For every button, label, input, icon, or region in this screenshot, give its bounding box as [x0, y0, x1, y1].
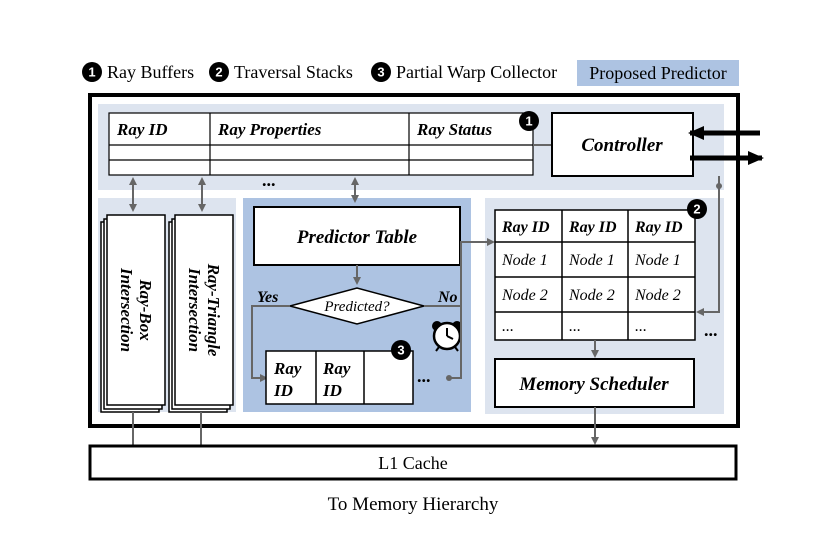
predicted-decision-label: Predicted? — [323, 299, 390, 315]
legend-proposed-predictor: Proposed Predictor — [589, 63, 726, 83]
stack-header-1: Ray ID — [501, 219, 550, 236]
ray-triangle-label-line1: Ray-Triangle — [204, 263, 223, 357]
warp-cell-2-line1: Ray — [322, 359, 351, 378]
traversal-stack-badge-icon — [687, 199, 707, 219]
l1-cache-box — [88, 444, 738, 481]
no-path-arrow — [424, 238, 495, 307]
stack-cell: Node 2 — [568, 287, 615, 304]
stack-cell: Node 2 — [634, 287, 681, 304]
memory-hierarchy-caption: To Memory Hierarchy — [328, 494, 499, 515]
stack-cell: Node 1 — [634, 252, 681, 269]
legend-partial-warp-collector: Partial Warp Collector — [396, 62, 557, 82]
timeout-path — [449, 306, 462, 379]
timeout-junction — [446, 375, 452, 381]
warp-collector-badge-icon — [391, 340, 411, 360]
partial-warp-collector: Ray ID Ray ID — [265, 350, 414, 405]
decision-no-label: No — [437, 289, 458, 306]
warp-cell-2-line2: ID — [322, 381, 342, 400]
legend-predictor-swatch — [577, 60, 739, 86]
ray-buffer-table: Ray ID Ray Properties Ray Status — [108, 112, 534, 176]
decision-yes-label: Yes — [257, 289, 278, 306]
warp-cell-1-line1: Ray — [273, 359, 302, 378]
badge-2-icon — [209, 62, 229, 82]
traversal-stack-table: Ray ID Ray ID Ray ID Node 1 Node 1 Node … — [494, 209, 696, 341]
ray-box-unit: Ray-Box Intersection — [100, 214, 166, 413]
stack-cell: Node 2 — [501, 287, 548, 304]
ray-buffer-header-ray-status: Ray Status — [416, 120, 492, 139]
predictor-table-box — [253, 206, 461, 266]
ray-box-label-line1: Ray-Box — [136, 278, 155, 341]
ray-buffer-ellipsis: ... — [262, 170, 276, 190]
stack-header-3: Ray ID — [634, 219, 683, 236]
controller-stack-junction — [716, 183, 722, 189]
ray-buffer-header-ray-id: Ray ID — [116, 120, 168, 139]
badge-2-number: 2 — [215, 65, 222, 80]
l1-cache-label: L1 Cache — [378, 453, 447, 473]
legend: 1 Ray Buffers 2 Traversal Stacks 3 Parti… — [82, 60, 739, 86]
controller-stack-arrow — [696, 176, 720, 316]
ray-triangle-unit: Ray-Triangle Intersection — [168, 214, 234, 413]
controller-box — [551, 112, 694, 177]
warp-collector-ellipsis: ... — [417, 366, 431, 386]
controller-label: Controller — [581, 135, 663, 156]
stack-cell: ... — [569, 318, 581, 335]
stack-cell: Node 1 — [501, 252, 548, 269]
traversal-stack-ellipsis: ... — [704, 320, 718, 340]
badge-1-icon — [82, 62, 102, 82]
stack-cell: ... — [502, 318, 514, 335]
predictor-table-label: Predictor Table — [296, 227, 418, 248]
stack-header-2: Ray ID — [568, 219, 617, 236]
memory-scheduler-box — [494, 358, 695, 408]
ray-box-label-line2: Intersection — [117, 267, 136, 352]
badge-3-icon — [371, 62, 391, 82]
alarm-clock-icon — [432, 321, 462, 352]
ray-buffer-badge-number: 1 — [525, 114, 532, 129]
stack-cell: Node 1 — [568, 252, 615, 269]
legend-traversal-stacks: Traversal Stacks — [234, 62, 353, 82]
warp-cell-1-line2: ID — [273, 381, 293, 400]
yes-path-arrow — [251, 305, 290, 382]
traversal-stack-badge-number: 2 — [693, 202, 700, 217]
badge-1-number: 1 — [88, 65, 95, 80]
stack-cell: ... — [635, 318, 647, 335]
legend-ray-buffers: Ray Buffers — [107, 62, 194, 82]
memory-scheduler-label: Memory Scheduler — [518, 374, 669, 395]
warp-collector-badge-number: 3 — [397, 343, 404, 358]
ray-triangle-label-line2: Intersection — [185, 267, 204, 352]
ray-buffer-header-ray-properties: Ray Properties — [217, 120, 322, 139]
ray-buffer-badge-icon — [519, 111, 539, 131]
badge-3-number: 3 — [377, 65, 384, 80]
